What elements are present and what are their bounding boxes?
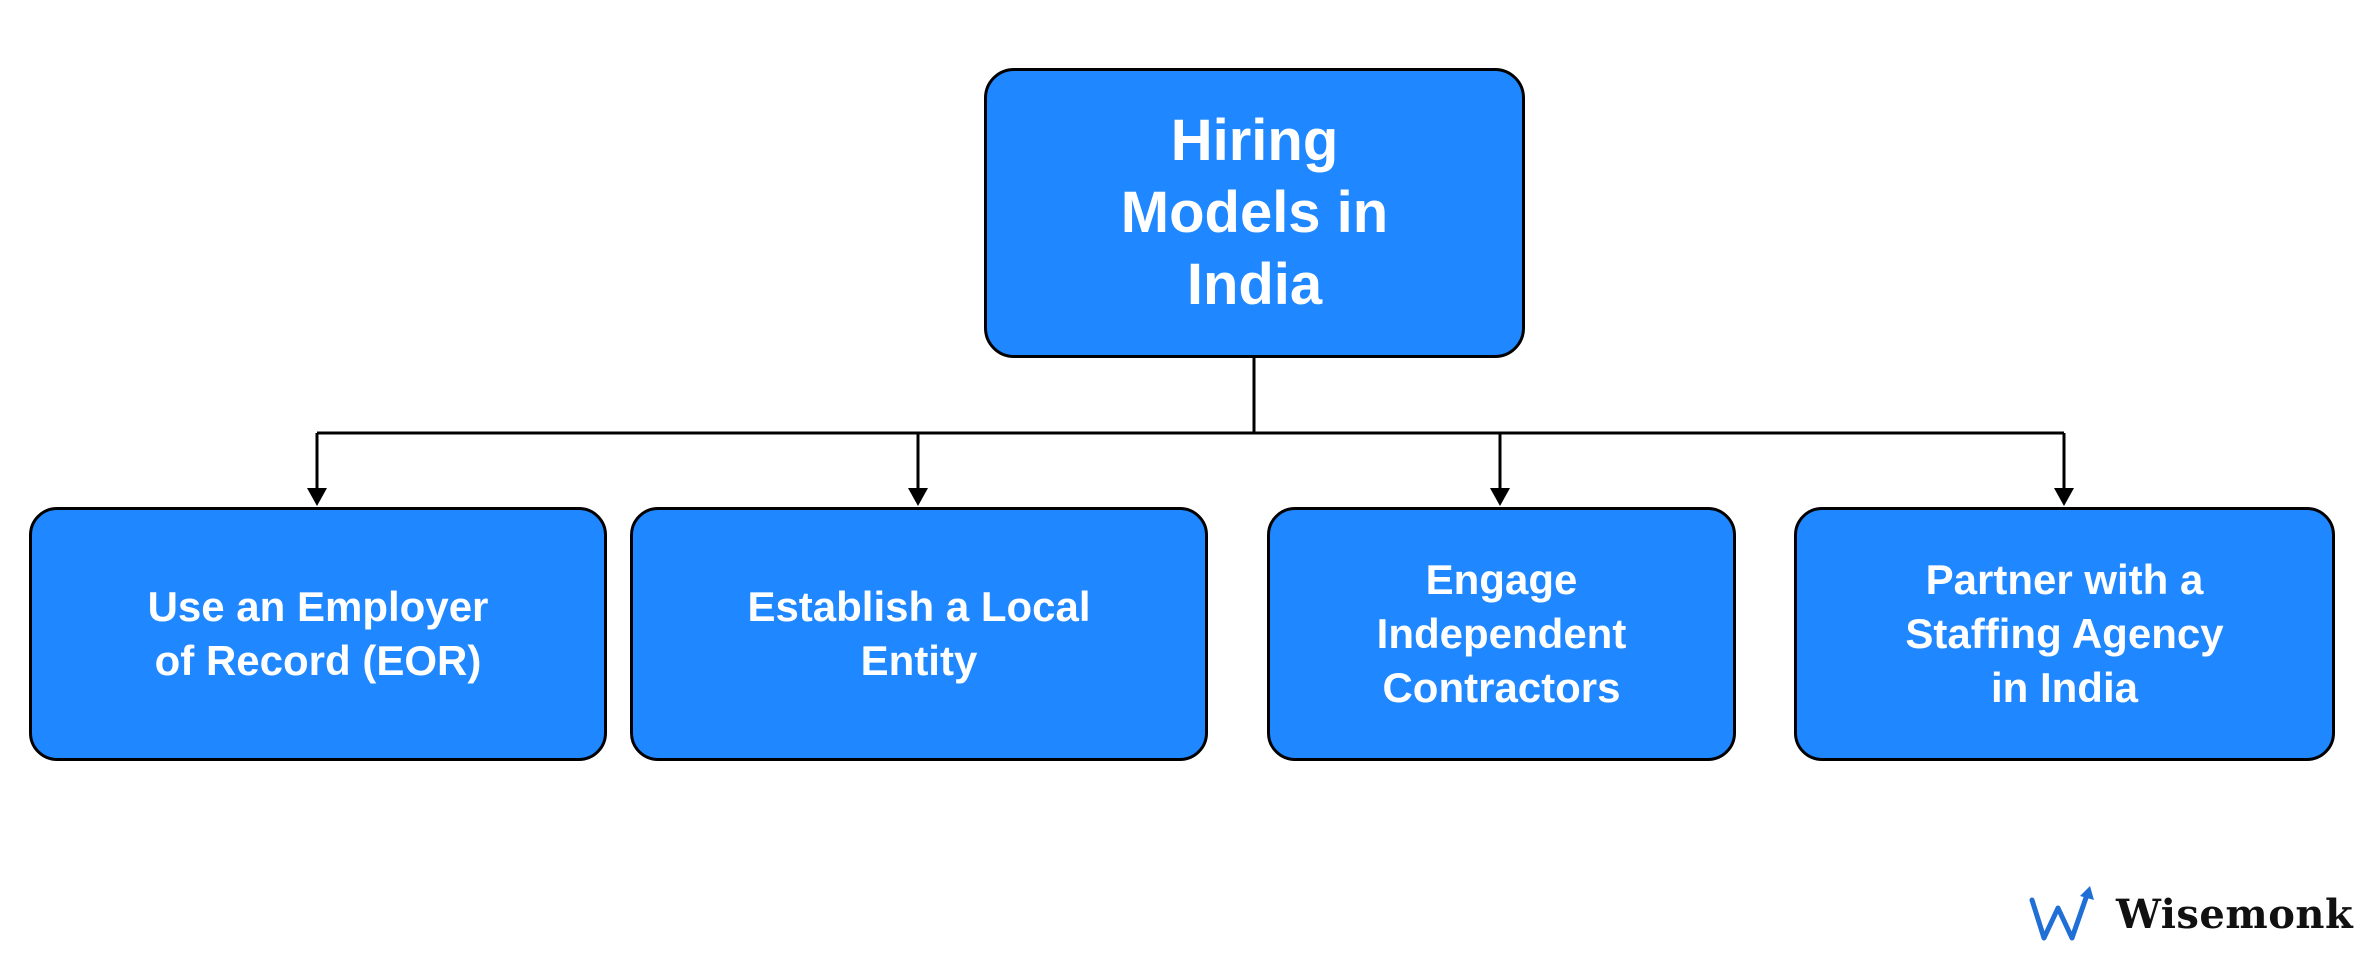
- child-node-staffing-agency: Partner with a Staffing Agency in India: [1794, 507, 2335, 761]
- brand-logo: Wisemonk: [2028, 884, 2353, 944]
- arrowhead-2: [908, 488, 928, 506]
- child-node-contractors: Engage Independent Contractors: [1267, 507, 1736, 761]
- wisemonk-logo-icon: [2029, 886, 2094, 941]
- child-node-label: Establish a Local Entity: [747, 583, 1091, 684]
- root-node: Hiring Models in India: [984, 68, 1525, 358]
- brand-name: Wisemonk: [2116, 890, 2354, 938]
- child-node-label: Partner with a Staffing Agency in India: [1905, 556, 2224, 711]
- arrowhead-4: [2054, 488, 2074, 506]
- root-node-label: Hiring Models in India: [1120, 108, 1389, 317]
- child-node-local-entity: Establish a Local Entity: [630, 507, 1208, 761]
- child-node-label: Use an Employer of Record (EOR): [147, 583, 489, 684]
- child-node-eor: Use an Employer of Record (EOR): [29, 507, 607, 761]
- arrowhead-3: [1490, 488, 1510, 506]
- arrowhead-1: [307, 488, 327, 506]
- child-node-label: Engage Independent Contractors: [1376, 556, 1627, 711]
